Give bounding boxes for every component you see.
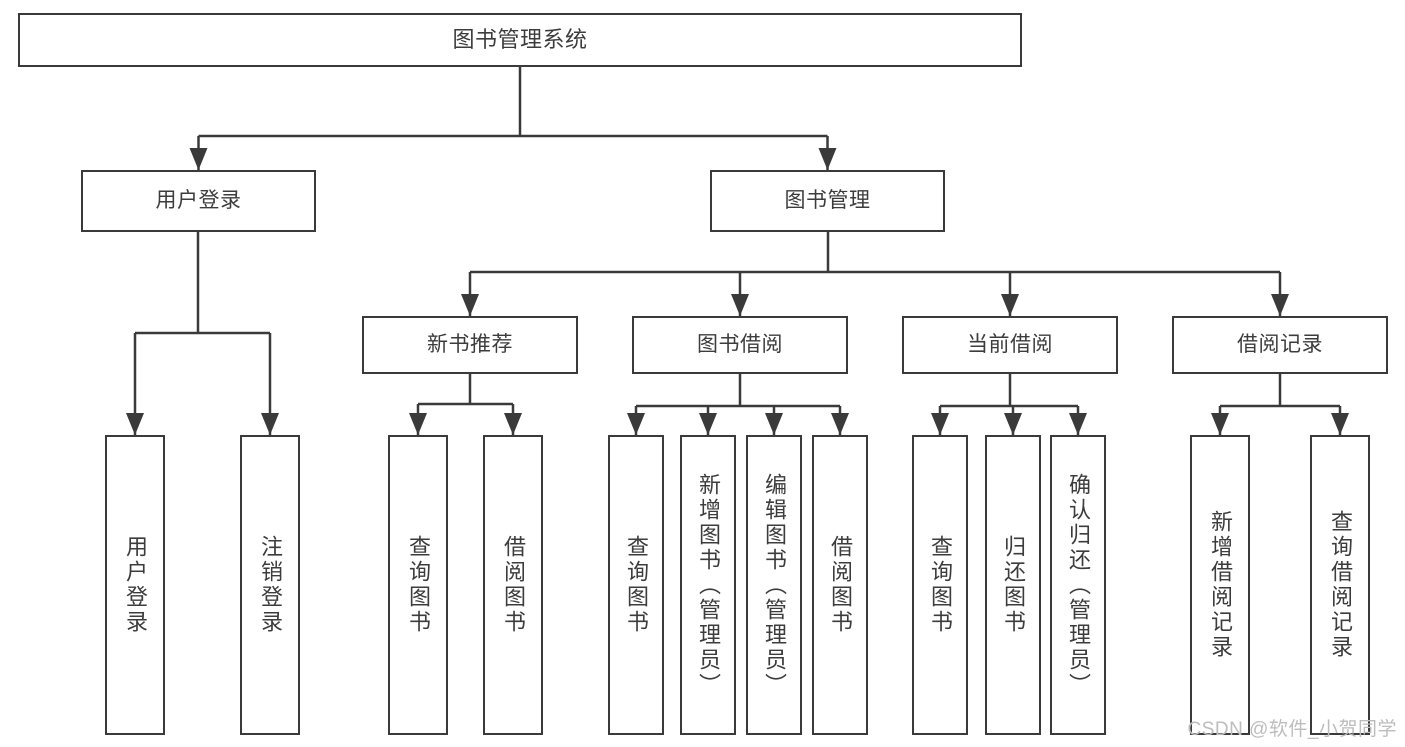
node-label: 确认归还（管理员） [1066, 472, 1091, 698]
node-label: 查询图书 [406, 535, 431, 635]
node-label: 用户登录 [155, 188, 242, 212]
watermark: CSDN @软件_小贺同学 [1187, 719, 1397, 740]
node-leaf-borrow-2[interactable]: 新增图书（管理员） [680, 435, 736, 735]
arrowhead-icon [504, 413, 522, 435]
node-label: 查询图书 [928, 535, 953, 635]
node-label: 归还图书 [1001, 535, 1026, 635]
node-label: 查询图书 [624, 535, 649, 635]
node-leaf-rec-1[interactable]: 新增借阅记录 [1190, 435, 1250, 735]
node-leaf-login-2[interactable]: 注销登录 [240, 435, 300, 735]
node-leaf-borrow-4[interactable]: 借阅图书 [812, 435, 868, 735]
arrowhead-icon [731, 294, 749, 316]
node-label: 查询借阅记录 [1328, 510, 1353, 660]
node-label: 图书管理 [784, 188, 871, 212]
arrowhead-icon [261, 413, 279, 435]
node-current[interactable]: 当前借阅 [902, 316, 1118, 374]
arrowhead-icon [189, 148, 208, 170]
node-leaf-borrow-1[interactable]: 查询图书 [608, 435, 664, 735]
arrowhead-icon [627, 413, 645, 435]
node-bookmgmt[interactable]: 图书管理 [710, 170, 945, 232]
arrowhead-icon [931, 413, 949, 435]
node-label: 新书推荐 [427, 332, 513, 356]
node-label: 借阅图书 [501, 535, 526, 635]
arrowhead-icon [699, 413, 717, 435]
node-label: 新增图书（管理员） [696, 472, 721, 698]
node-label: 图书借阅 [697, 332, 783, 356]
arrowhead-icon [409, 413, 427, 435]
node-label: 注销登录 [258, 535, 283, 635]
node-newbook[interactable]: 新书推荐 [362, 316, 578, 374]
arrowhead-icon [126, 413, 144, 435]
node-label: 借阅记录 [1237, 332, 1323, 356]
node-label: 借阅图书 [828, 535, 853, 635]
node-login[interactable]: 用户登录 [81, 170, 316, 232]
node-leaf-cur-3[interactable]: 确认归还（管理员） [1050, 435, 1106, 735]
node-leaf-cur-2[interactable]: 归还图书 [985, 435, 1041, 735]
node-label: 编辑图书（管理员） [762, 472, 787, 698]
node-label: 新增借阅记录 [1208, 510, 1233, 660]
node-leaf-new-1[interactable]: 查询图书 [388, 435, 448, 735]
node-root[interactable]: 图书管理系统 [18, 13, 1022, 67]
node-records[interactable]: 借阅记录 [1172, 316, 1388, 374]
arrowhead-icon [1211, 413, 1229, 435]
node-label: 用户登录 [123, 535, 148, 635]
node-leaf-cur-1[interactable]: 查询图书 [912, 435, 968, 735]
arrowhead-icon [1271, 294, 1289, 316]
arrowhead-icon [1004, 413, 1022, 435]
arrowhead-icon [1069, 413, 1087, 435]
node-leaf-borrow-3[interactable]: 编辑图书（管理员） [746, 435, 802, 735]
node-leaf-rec-2[interactable]: 查询借阅记录 [1310, 435, 1370, 735]
node-label: 图书管理系统 [452, 27, 588, 53]
node-label: 当前借阅 [967, 332, 1053, 356]
arrowhead-icon [765, 413, 783, 435]
node-leaf-new-2[interactable]: 借阅图书 [483, 435, 543, 735]
arrowhead-icon [1331, 413, 1349, 435]
arrowhead-icon [831, 413, 849, 435]
arrowhead-icon [818, 148, 837, 170]
node-leaf-login-1[interactable]: 用户登录 [105, 435, 165, 735]
arrowhead-icon [1001, 294, 1019, 316]
node-borrow[interactable]: 图书借阅 [632, 316, 848, 374]
arrowhead-icon [461, 294, 479, 316]
